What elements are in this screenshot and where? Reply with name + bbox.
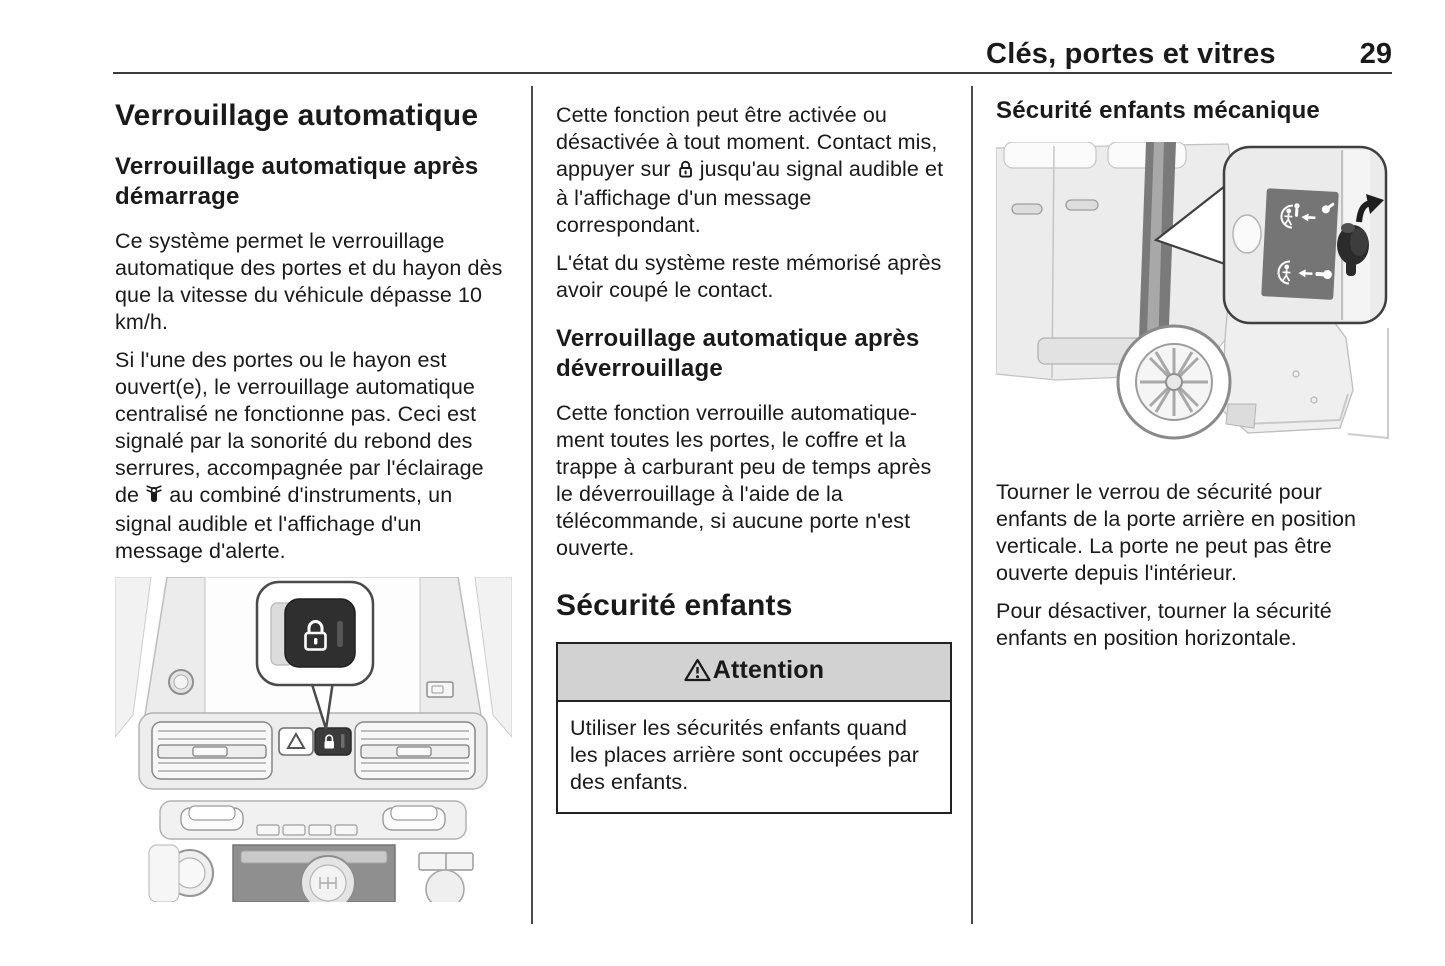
paragraph: Pour désactiver, tourner la sécurité enf…: [996, 599, 1332, 650]
attention-warning-header: Attention: [558, 644, 950, 702]
column-divider-left: [531, 86, 533, 924]
central-locking-button: [314, 727, 352, 756]
column-left: Verrouillage automatique Verrouillage au…: [115, 90, 513, 902]
hazard-button: [278, 727, 314, 756]
door-ajar-warning-icon: [145, 484, 163, 511]
column-middle: Cette fonction peut être activée ou désa…: [556, 90, 952, 814]
paragraph: L'état du système reste mémorisé après a…: [556, 251, 942, 302]
paragraph: Cette fonction peut être activée ou désa…: [556, 103, 944, 237]
attention-title: Attention: [712, 655, 825, 684]
attention-warning-box: Attention Utiliser les sécurités enfants…: [556, 642, 952, 814]
paragraph: Cette fonction verrouille automatique­me…: [556, 401, 932, 560]
header-rule: [113, 72, 1392, 74]
paragraph: Tourner le verrou de sécurité pour enfan…: [996, 480, 1357, 585]
chapter-title: Clés, portes et vitres: [986, 38, 1276, 70]
section-title-securite-enfants: Sécurité enfants: [556, 589, 793, 622]
central-locking-padlock-icon: [677, 158, 694, 185]
center-console-central-locking-illustration: [115, 577, 512, 902]
paragraph: Ce système permet le verrouillage automa…: [115, 229, 503, 334]
subsection-title-apres-deverrouillage: Verrouillage automatique après déverroui…: [556, 325, 920, 382]
child-lock-label: [1261, 188, 1339, 300]
column-right: Sécurité enfants mécanique: [996, 90, 1396, 663]
subsection-title-securite-enfants-mecanique: Sécurité enfants mécanique: [996, 97, 1320, 124]
attention-warning-body: Utiliser les sécurités enfants quand les…: [570, 716, 919, 794]
page-header: Clés, portes et vitres 29: [113, 38, 1392, 71]
paragraph: Si l'une des portes ou le hayon est ouve…: [115, 348, 484, 563]
column-divider-right: [971, 86, 973, 924]
van-rear-door-child-lock-illustration: [996, 142, 1396, 459]
page-number: 29: [1359, 38, 1392, 70]
warning-triangle-icon: [684, 658, 711, 689]
section-title-verrouillage-automatique: Verrouillage automatique: [115, 99, 479, 132]
subsection-title-apres-demarrage: Verrouillage automatique après démarrage: [115, 153, 479, 210]
child-lock-lever: [1337, 223, 1369, 276]
